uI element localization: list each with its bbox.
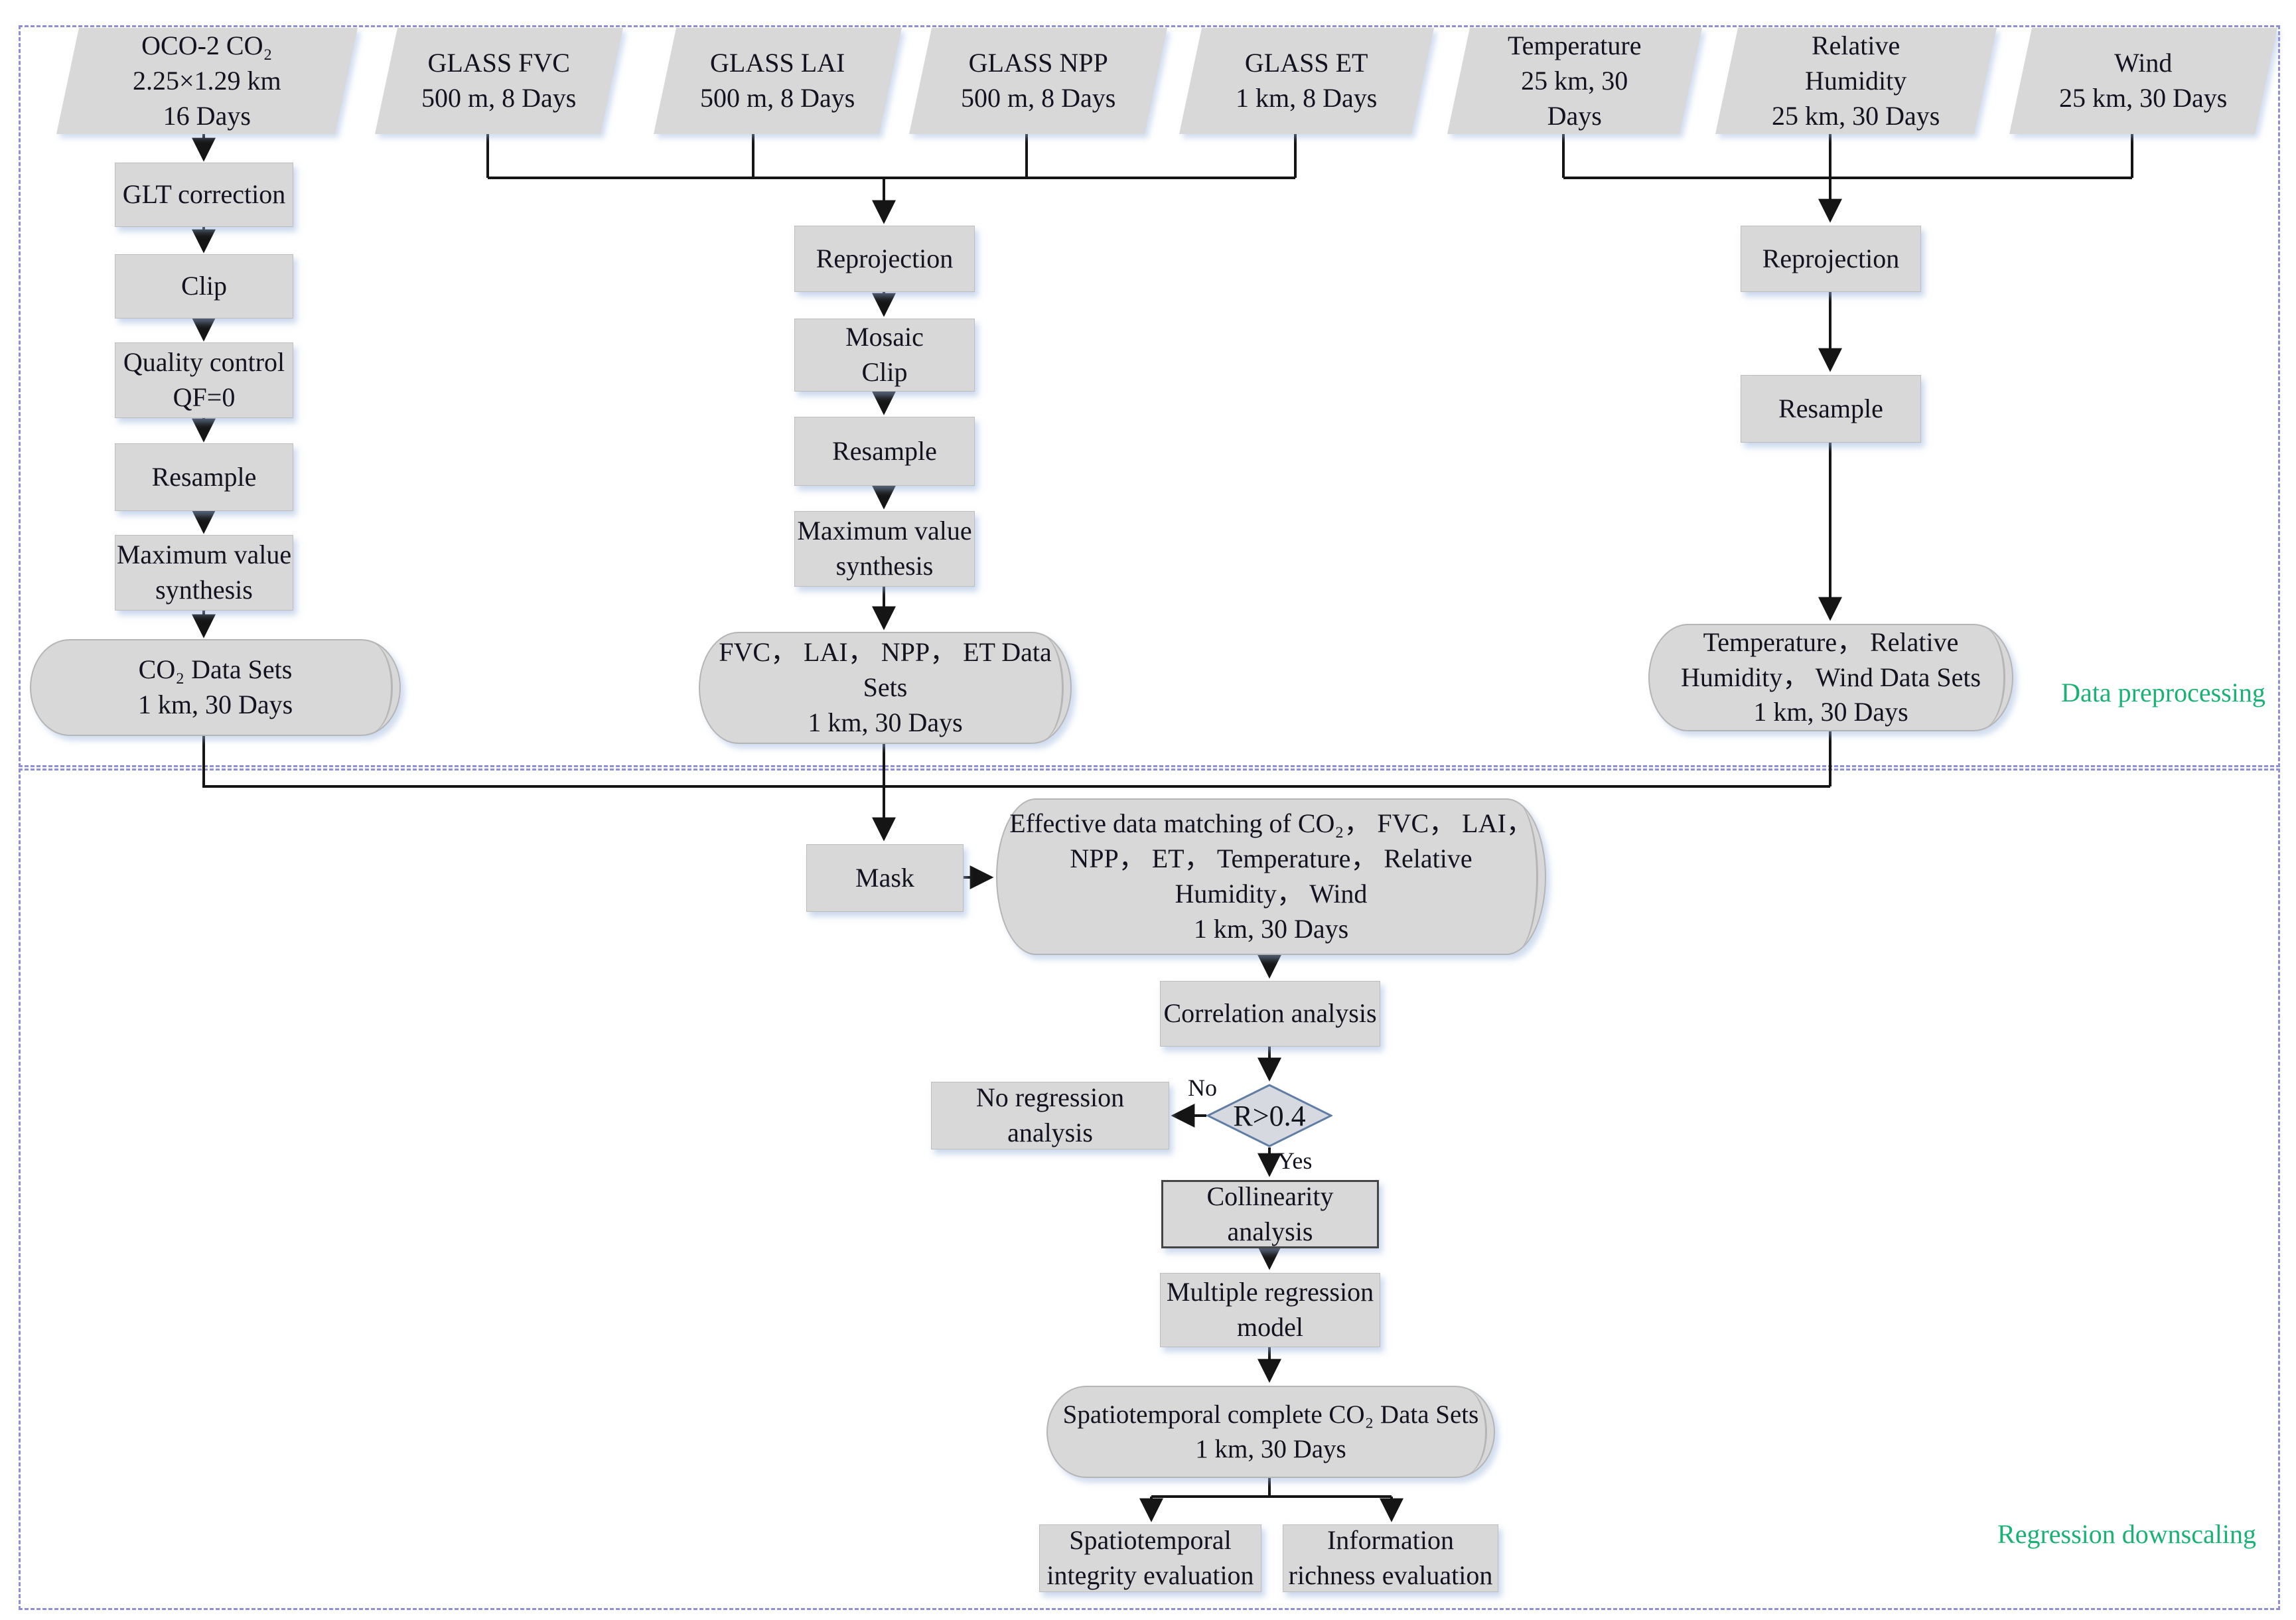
input-glass-fvc-label: GLASS FVC 500 m, 8 Days	[421, 48, 577, 113]
datastore-glass-datasets: FVC， LAI， NPP， ET Data Sets 1 km, 30 Day…	[699, 632, 1072, 744]
section-frame-regression-downscaling	[19, 769, 2280, 1610]
input-oco2-co2-label: OCO-2 CO₂ 2.25×1.29 km 16 Days	[133, 30, 281, 131]
process-mosaic-clip: Mosaic Clip	[794, 319, 975, 392]
downscaling-arrows	[962, 865, 1403, 1522]
input-temperature-label: Temperature 25 km, 30 Days	[1508, 30, 1642, 131]
input-relative-humidity: Relative Humidity 25 km, 30 Days	[1715, 28, 1997, 134]
decision-label: R>0.4	[1233, 1099, 1306, 1132]
process-spatiotemporal-integrity-evaluation: Spatiotemporal integrity evaluation	[1039, 1524, 1261, 1592]
input-glass-et-label: GLASS ET 1 km, 8 Days	[1236, 48, 1378, 113]
process-quality-control: Quality control QF=0	[115, 342, 293, 418]
process-reprojection-weather: Reprojection	[1741, 226, 1921, 292]
process-resample-glass: Resample	[794, 417, 975, 486]
process-resample-co2: Resample	[115, 443, 293, 511]
input-oco2-co2: OCO-2 CO₂ 2.25×1.29 km 16 Days	[56, 28, 358, 134]
decision-diamond-shape	[1206, 1084, 1332, 1147]
label-regression-downscaling: Regression downscaling	[1997, 1519, 2256, 1549]
datastore-co2-datasets: CO₂ Data Sets 1 km, 30 Days	[30, 639, 401, 736]
input-glass-lai-label: GLASS LAI 500 m, 8 Days	[700, 48, 855, 113]
process-mask: Mask	[806, 844, 964, 912]
input-glass-fvc: GLASS FVC 500 m, 8 Days	[374, 28, 624, 134]
process-max-value-synthesis-co2: Maximum value synthesis	[115, 535, 293, 611]
datastore-weather-datasets: Temperature， Relative Humidity， Wind Dat…	[1648, 624, 2013, 731]
process-max-value-synthesis-glass: Maximum value synthesis	[794, 511, 975, 587]
datastore-effective-data-matching: Effective data matching of CO₂， FVC， LAI…	[996, 798, 1546, 955]
process-glt-correction: GLT correction	[115, 163, 293, 227]
datasets-merge-lines	[202, 729, 1831, 842]
process-clip: Clip	[115, 254, 293, 319]
input-wind-label: Wind 25 km, 30 Days	[2059, 48, 2228, 113]
label-data-preprocessing: Data preprocessing	[2061, 678, 2265, 707]
input-glass-et: GLASS ET 1 km, 8 Days	[1179, 28, 1435, 134]
decision-r-greater-0.4: R>0.4	[1206, 1084, 1332, 1147]
process-no-regression-analysis: No regression analysis	[931, 1082, 1169, 1149]
process-correlation-analysis: Correlation analysis	[1160, 981, 1380, 1047]
input-glass-npp-label: GLASS NPP 500 m, 8 Days	[960, 48, 1116, 113]
edge-label-yes: Yes	[1277, 1147, 1313, 1174]
weather-bus-lines	[1562, 134, 2133, 621]
input-temperature: Temperature 25 km, 30 Days	[1447, 28, 1703, 134]
input-wind: Wind 25 km, 30 Days	[2009, 28, 2278, 134]
process-information-richness-evaluation: Information richness evaluation	[1283, 1524, 1498, 1592]
process-multiple-regression-model: Multiple regression model	[1160, 1273, 1380, 1347]
process-resample-weather: Resample	[1741, 375, 1921, 443]
glass-bus-lines	[486, 134, 1297, 224]
edge-label-no: No	[1188, 1074, 1217, 1101]
process-reprojection-glass: Reprojection	[794, 226, 975, 292]
process-collinearity-analysis: Collinearity analysis	[1161, 1180, 1379, 1248]
datastore-spatiotemporal-complete-co2: Spatiotemporal complete CO₂ Data Sets 1 …	[1046, 1386, 1495, 1478]
input-relative-humidity-label: Relative Humidity 25 km, 30 Days	[1772, 30, 1940, 131]
input-glass-npp: GLASS NPP 500 m, 8 Days	[908, 28, 1168, 134]
section-frame-data-preprocessing	[19, 25, 2280, 767]
input-glass-lai: GLASS LAI 500 m, 8 Days	[653, 28, 902, 134]
